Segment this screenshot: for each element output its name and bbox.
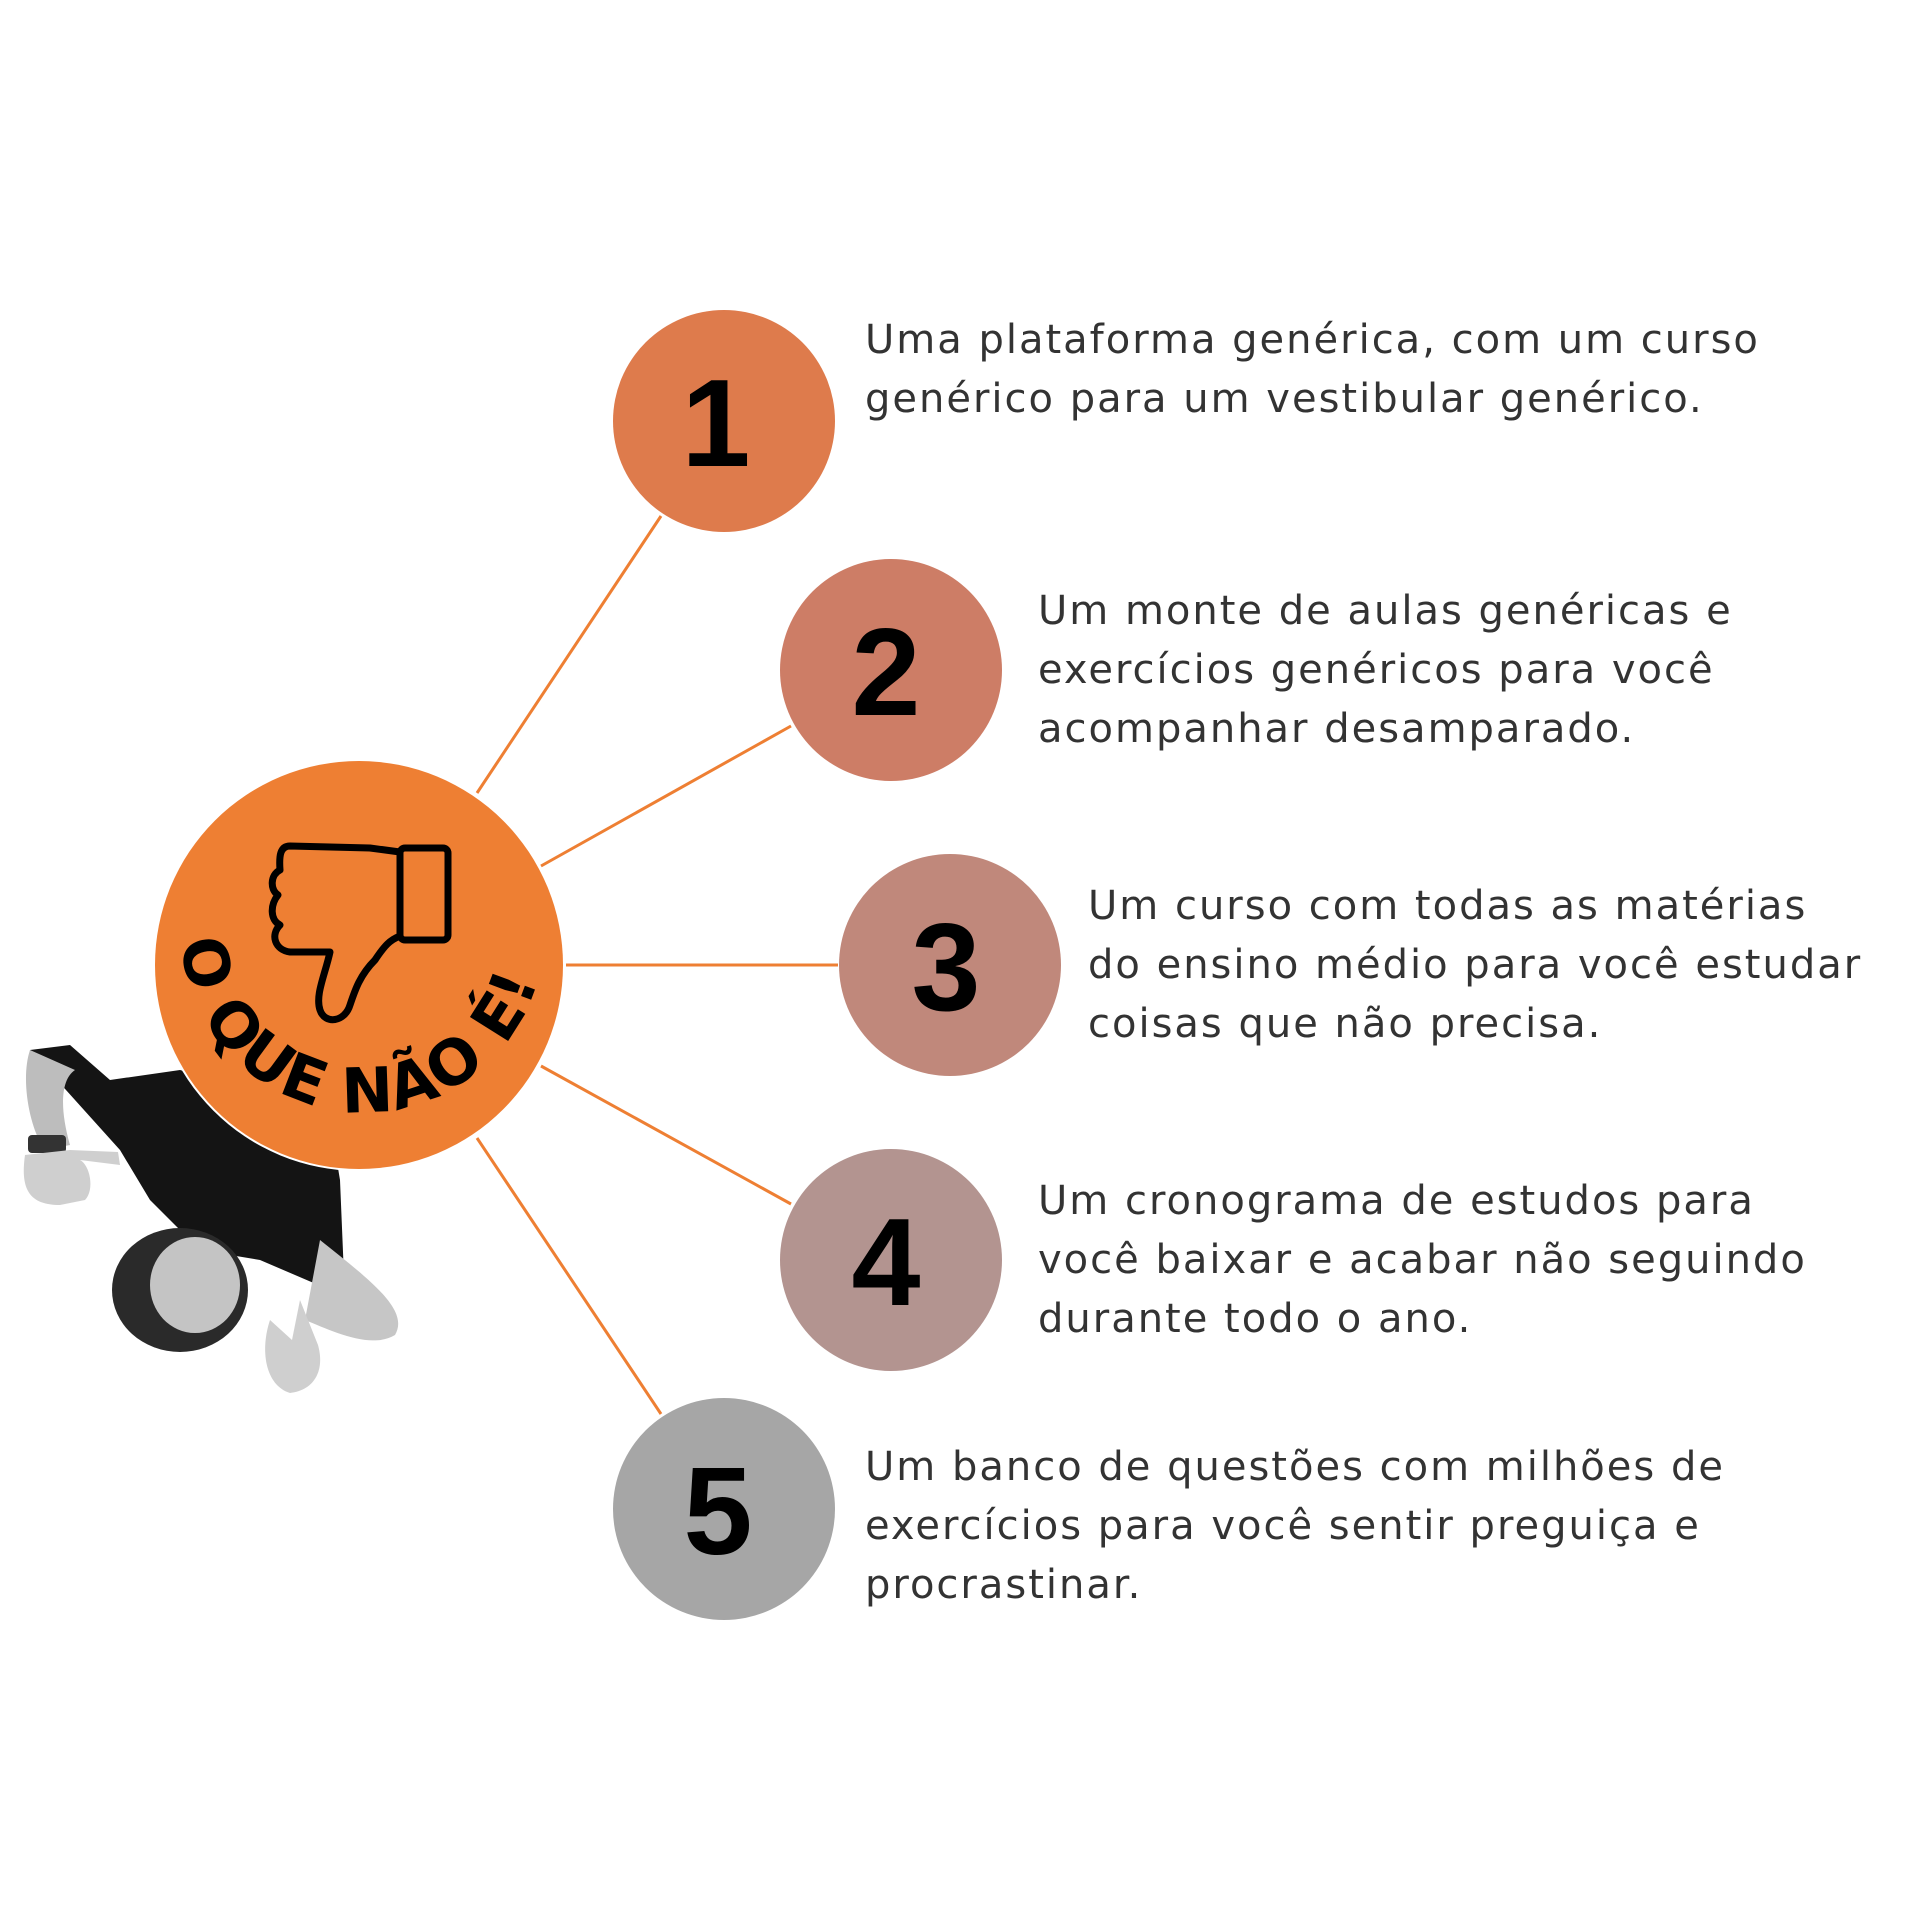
connector-5	[475, 1137, 663, 1415]
number-circle-3: 3	[839, 854, 1061, 1076]
number-5: 5	[684, 1443, 753, 1581]
text-line: acompanhar desamparado.	[1038, 706, 1636, 752]
text-line: Um banco de questões com milhões de	[865, 1444, 1725, 1490]
text-line: Um curso com todas as matérias	[1088, 883, 1808, 929]
text-line: do ensino médio para você estudar	[1088, 942, 1863, 988]
number-2: 2	[852, 604, 921, 742]
badge: O QUE NÃO É!	[153, 759, 565, 1171]
text-line: exercícios genéricos para você	[1038, 647, 1715, 693]
text-line: você baixar e acabar não seguindo	[1038, 1237, 1807, 1283]
text-line: Um cronograma de estudos para	[1038, 1178, 1755, 1224]
item-5-text: Um banco de questões com milhões de exer…	[865, 1438, 1725, 1615]
connectors	[475, 515, 838, 1415]
number-circle-5: 5	[613, 1398, 835, 1620]
number-circle-1: 1	[613, 310, 835, 532]
text-line: procrastinar.	[865, 1562, 1143, 1608]
number-circle-4: 4	[780, 1149, 1002, 1371]
text-line: genérico para um vestibular genérico.	[865, 376, 1704, 422]
thumbs-down-icon	[268, 842, 452, 1023]
text-line: Uma plataforma genérica, com um curso	[865, 317, 1760, 363]
item-3-text: Um curso com todas as matérias do ensino…	[1088, 877, 1862, 1054]
connector-2	[540, 724, 792, 868]
text-line: Um monte de aulas genéricas e	[1038, 588, 1733, 634]
connector-4	[540, 1064, 792, 1206]
number-1: 1	[682, 355, 751, 493]
number-circle-2: 2	[780, 559, 1002, 781]
connector-1	[475, 515, 663, 794]
number-3: 3	[912, 899, 981, 1037]
badge-circle	[155, 761, 563, 1169]
number-4: 4	[852, 1194, 921, 1332]
text-line: durante todo o ano.	[1038, 1296, 1473, 1342]
text-line: coisas que não precisa.	[1088, 1001, 1603, 1047]
item-1-text: Uma plataforma genérica, com um curso ge…	[865, 311, 1760, 429]
text-line: exercícios para você sentir preguiça e	[865, 1503, 1701, 1549]
item-2-text: Um monte de aulas genéricas e exercícios…	[1038, 582, 1733, 759]
item-4-text: Um cronograma de estudos para você baixa…	[1038, 1172, 1807, 1349]
